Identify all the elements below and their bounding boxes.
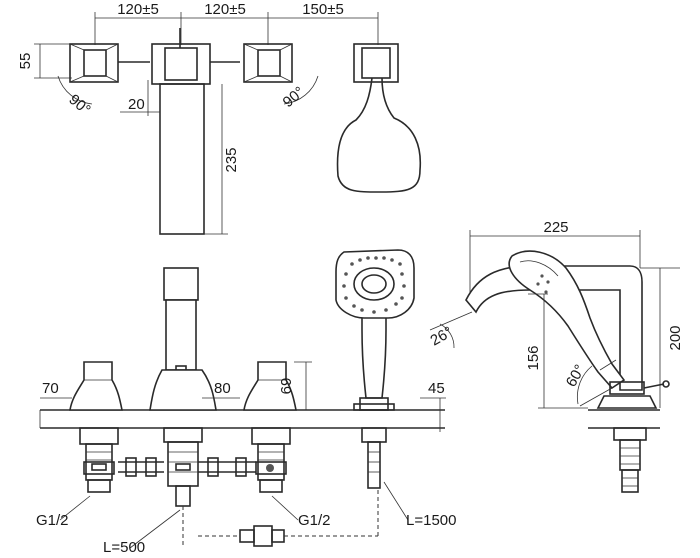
top-view: 120±5 120±5 150±5 55 90° xyxy=(17,1,422,235)
dim-deck: 45 xyxy=(428,380,445,397)
hose-spout-label: L=500 xyxy=(103,539,145,556)
left-handle-front xyxy=(69,361,123,493)
dim-spacing-1: 120±5 xyxy=(117,1,159,18)
hand-shower-top xyxy=(336,43,422,193)
dim-spout-base: 80 xyxy=(214,380,231,397)
angle-spout: 26° xyxy=(428,323,456,349)
right-handle-front xyxy=(243,361,297,493)
hand-shower-front xyxy=(335,249,415,489)
dim-left-handle: 70 xyxy=(42,380,59,397)
front-view: 70 80 xyxy=(36,249,456,556)
dim-spacing-3: 150±5 xyxy=(302,1,344,18)
hose-connector xyxy=(198,488,379,547)
angle-left: 90° xyxy=(65,91,93,119)
dim-spout-reach: 225 xyxy=(543,219,568,236)
right-handle-top xyxy=(243,43,293,83)
spout-top xyxy=(151,28,240,235)
dim-holder-height: 156 xyxy=(525,345,542,370)
mixing-pipes xyxy=(91,457,274,507)
dim-handle-height: 69 xyxy=(278,378,295,395)
dim-spout-width: 20 xyxy=(128,96,145,113)
shower-spray-holes xyxy=(342,256,406,314)
dim-spacing-2: 120±5 xyxy=(204,1,246,18)
side-view: 225 200 26° xyxy=(428,219,684,493)
conn-right-label: G1/2 xyxy=(298,512,331,529)
angle-right: 90° xyxy=(280,83,308,111)
hose-shower-label: L=1500 xyxy=(406,512,456,529)
left-handle-top xyxy=(69,43,150,83)
dim-spout-height: 200 xyxy=(667,325,684,350)
angle-holder: 60° xyxy=(563,362,589,390)
dim-spout-length: 235 xyxy=(223,147,240,172)
spout-front xyxy=(149,267,217,487)
dim-handle-depth: 55 xyxy=(17,53,34,70)
conn-left-label: G1/2 xyxy=(36,512,69,529)
